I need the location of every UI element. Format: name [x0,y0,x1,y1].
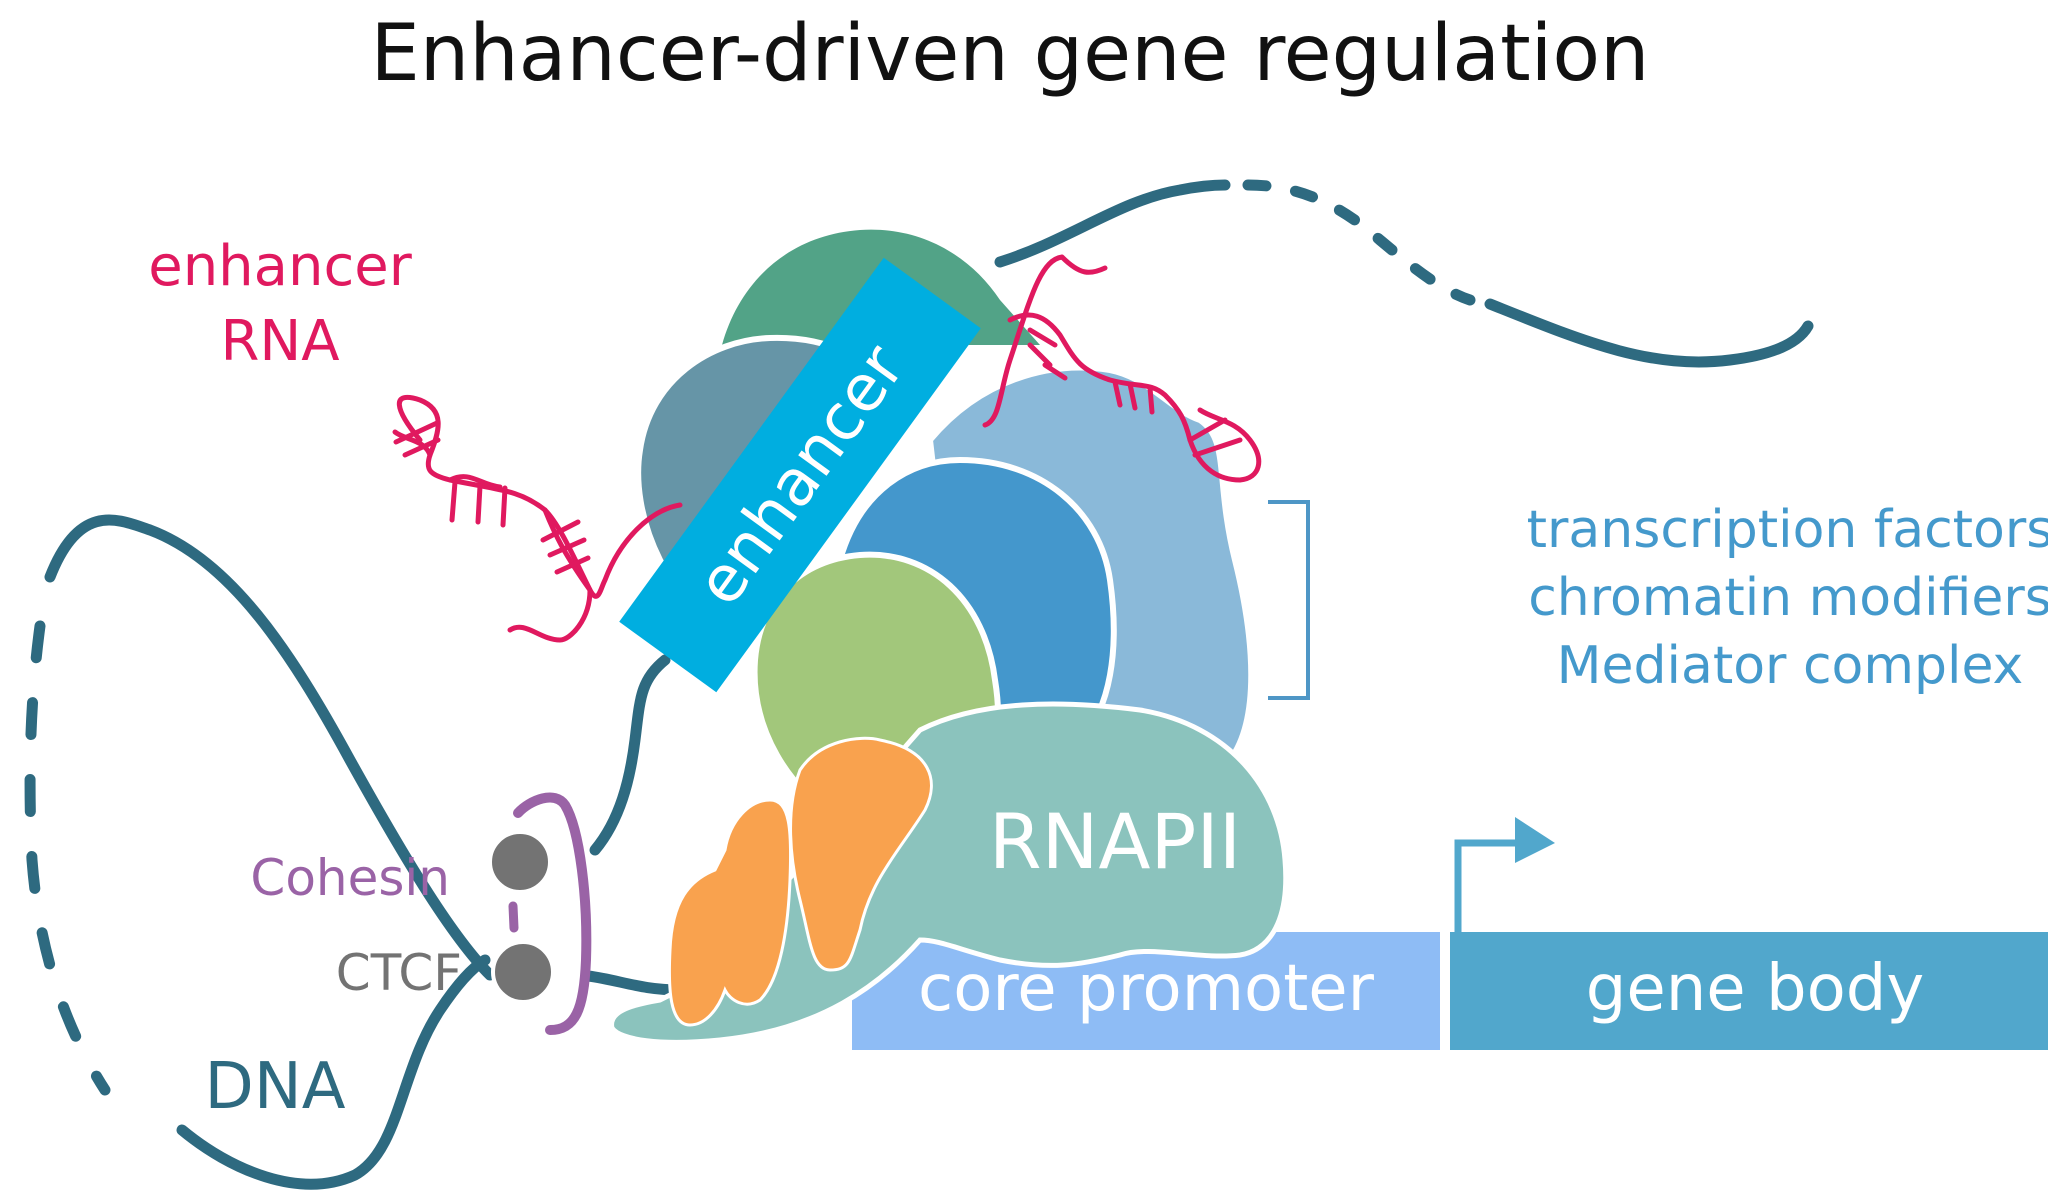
factors-bracket [1268,500,1310,700]
dna-to-enhancer [589,654,671,856]
dna-top-right-dashed [1242,179,1476,306]
factors-label-chromatin: chromatin modifiers [1528,568,2048,628]
cohesin-label: Cohesin [250,849,450,907]
ctcf-protein [491,940,555,1004]
dna-top-right-tail [1484,298,1814,368]
cohesin-ring [513,792,592,1035]
rnapii-label: RNAPII [989,797,1241,886]
tss-arrow-head [1515,817,1555,863]
tss-arrow [1454,839,1520,932]
dna-label: DNA [205,1050,346,1124]
dna-top-right [994,179,1231,268]
dna-dashed-left [24,620,111,1096]
gene-body-label: gene body [1586,952,1925,1026]
enhancer-rna-right [982,254,1262,483]
gene-body-box [1450,932,2048,1050]
core-promoter-label: core promoter [918,952,1375,1026]
enhancer-rna-label-line1: enhancer [148,234,412,299]
ctcf-label: CTCF [336,944,462,1002]
diagram-title: Enhancer-driven gene regulation [370,9,1649,99]
dna-strand [24,179,1814,1190]
dna-to-promoter [582,970,686,996]
enhancer-rna-left [392,394,683,643]
dna-bottom-curve [176,954,491,1190]
enhancer-rna-label-line2: RNA [220,309,339,374]
factors-label-mediator: Mediator complex [1557,636,2024,696]
dna-loop-left [44,514,496,981]
orange-factor-2 [667,798,793,1027]
factors-label-transcription: transcription factors [1527,500,2048,560]
orange-factor-1 [789,736,933,972]
cohesin-link [508,901,519,933]
cohesin-subunit [488,830,552,894]
